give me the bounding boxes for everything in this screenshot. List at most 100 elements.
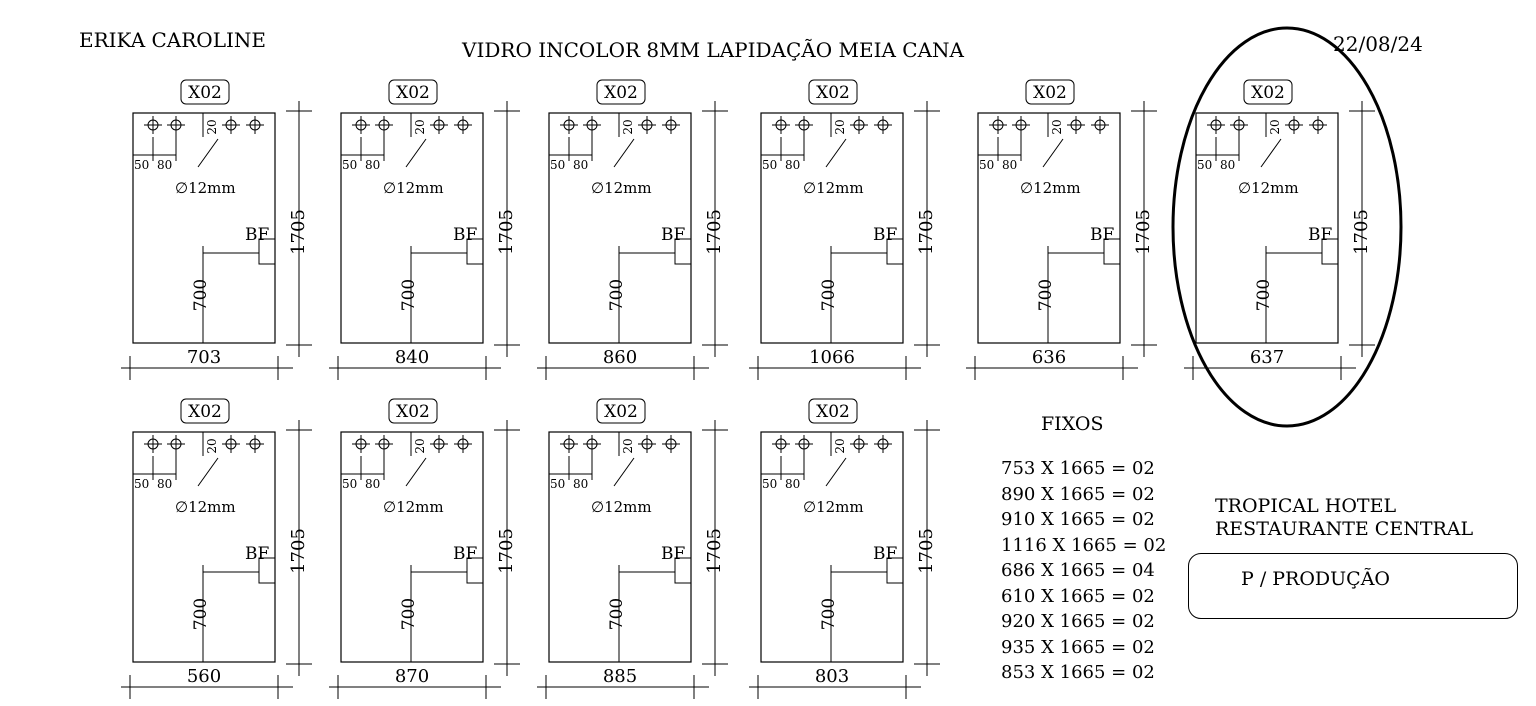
lock-code: BF <box>245 544 269 564</box>
panel-outline <box>340 431 484 663</box>
sheet-title: VIDRO INCOLOR 8MM LAPIDAÇÃO MEIA CANA <box>462 38 964 62</box>
fixos-item: 853 X 1665 = 02 <box>1001 662 1155 683</box>
fixos-title: FIXOS <box>1041 413 1104 435</box>
panel-outline <box>977 112 1121 344</box>
panel-height-label: 1705 <box>288 528 309 574</box>
diameter-leader <box>1042 138 1064 168</box>
offset-left-label: 50 <box>979 158 994 172</box>
offset-top-label: 20 <box>833 119 847 134</box>
hole-diameter-label: ∅12mm <box>1020 179 1081 197</box>
offset-top-label: 20 <box>621 438 635 453</box>
production-box: P / PRODUÇÃO <box>1188 553 1518 619</box>
panel-width-label: 885 <box>603 666 637 687</box>
panel-tag: X02 <box>604 402 638 422</box>
lock-mark <box>674 238 692 265</box>
offset-top-label: 20 <box>1268 119 1282 134</box>
panel-height-label: 1705 <box>1133 209 1154 255</box>
lock-code: BF <box>1090 225 1114 245</box>
lock-mark <box>886 557 904 584</box>
panel-tag-box <box>180 398 230 424</box>
offset-top-label: 20 <box>621 119 635 134</box>
highlight-ellipse <box>1171 26 1403 428</box>
offset-left-label: 50 <box>762 477 777 491</box>
panel-width-label: 803 <box>815 666 849 687</box>
panel-tag: X02 <box>396 83 430 103</box>
offset-left-label: 50 <box>1197 158 1212 172</box>
lock-code: BF <box>661 544 685 564</box>
lock-code: BF <box>453 225 477 245</box>
offset-top-label: 20 <box>413 119 427 134</box>
lock-mark <box>674 557 692 584</box>
panel-width-label: 860 <box>603 347 637 368</box>
panel-height-label: 1705 <box>1351 209 1372 255</box>
panel-outline <box>548 431 692 663</box>
hole-diameter-label: ∅12mm <box>803 179 864 197</box>
lock-height-label: 700 <box>191 279 211 311</box>
lock-mark <box>258 238 276 265</box>
project-line-1: TROPICAL HOTEL <box>1215 495 1397 517</box>
client-name: ERIKA CAROLINE <box>79 28 266 52</box>
diameter-leader <box>197 138 219 168</box>
production-label: P / PRODUÇÃO <box>1241 568 1391 590</box>
panel-outline <box>1195 112 1339 344</box>
panel-tag: X02 <box>604 83 638 103</box>
panel-tag-box <box>596 79 646 105</box>
panel-outline <box>132 431 276 663</box>
panel-tag-box <box>808 398 858 424</box>
fixos-item: 890 X 1665 = 02 <box>1001 483 1155 505</box>
offset-left-label: 50 <box>762 158 777 172</box>
hole-diameter-label: ∅12mm <box>591 498 652 516</box>
fixos-item: 910 X 1665 = 02 <box>1001 509 1155 530</box>
panel-outline <box>760 112 904 344</box>
lock-height-label: 700 <box>819 279 839 311</box>
panel-height-label: 1705 <box>288 209 309 255</box>
fixos-item: 753 X 1665 = 02 <box>1001 458 1155 479</box>
lock-mark <box>1103 238 1121 265</box>
diameter-leader <box>613 138 635 168</box>
lock-code: BF <box>661 225 685 245</box>
panel-tag-box <box>388 79 438 105</box>
offset-top-label: 20 <box>1050 119 1064 134</box>
lock-height-label: 700 <box>399 279 419 311</box>
offset-step-label: 80 <box>1220 158 1235 172</box>
sheet-date: 22/08/24 <box>1333 32 1423 56</box>
lock-mark <box>258 557 276 584</box>
offset-step-label: 80 <box>365 477 380 491</box>
lock-mark <box>466 238 484 265</box>
offset-left-label: 50 <box>550 477 565 491</box>
panel-width-label: 560 <box>187 666 221 687</box>
panel-tag-box <box>1025 79 1075 105</box>
panel-height-label: 1705 <box>704 528 725 574</box>
panel-outline <box>340 112 484 344</box>
panel-tag: X02 <box>816 402 850 422</box>
offset-step-label: 80 <box>573 477 588 491</box>
panel-width-label: 636 <box>1032 347 1066 368</box>
lock-mark <box>1321 238 1339 265</box>
panel-tag: X02 <box>188 402 222 422</box>
offset-step-label: 80 <box>573 158 588 172</box>
project-name: TROPICAL HOTEL RESTAURANTE CENTRAL <box>1215 495 1473 541</box>
hole-diameter-label: ∅12mm <box>383 179 444 197</box>
offset-left-label: 50 <box>550 158 565 172</box>
fixos-item: 935 X 1665 = 02 <box>1001 636 1155 658</box>
panel-tag-box <box>808 79 858 105</box>
hole-diameter-label: ∅12mm <box>175 498 236 516</box>
panel-tag: X02 <box>1251 83 1285 103</box>
fixos-list: 753 X 1665 = 02 890 X 1665 = 02 910 X 16… <box>1001 456 1166 686</box>
diameter-leader <box>613 457 635 487</box>
fixos-item: 686 X 1665 = 04 <box>1001 560 1155 581</box>
fixos-item: 610 X 1665 = 02 <box>1001 585 1155 607</box>
diameter-leader <box>825 138 847 168</box>
offset-step-label: 80 <box>785 477 800 491</box>
lock-height-label: 700 <box>1254 279 1274 311</box>
offset-top-label: 20 <box>205 438 219 453</box>
lock-code: BF <box>1308 225 1332 245</box>
diameter-leader <box>405 457 427 487</box>
panel-outline <box>132 112 276 344</box>
panel-height-label: 1705 <box>704 209 725 255</box>
lock-height-label: 700 <box>607 598 627 630</box>
